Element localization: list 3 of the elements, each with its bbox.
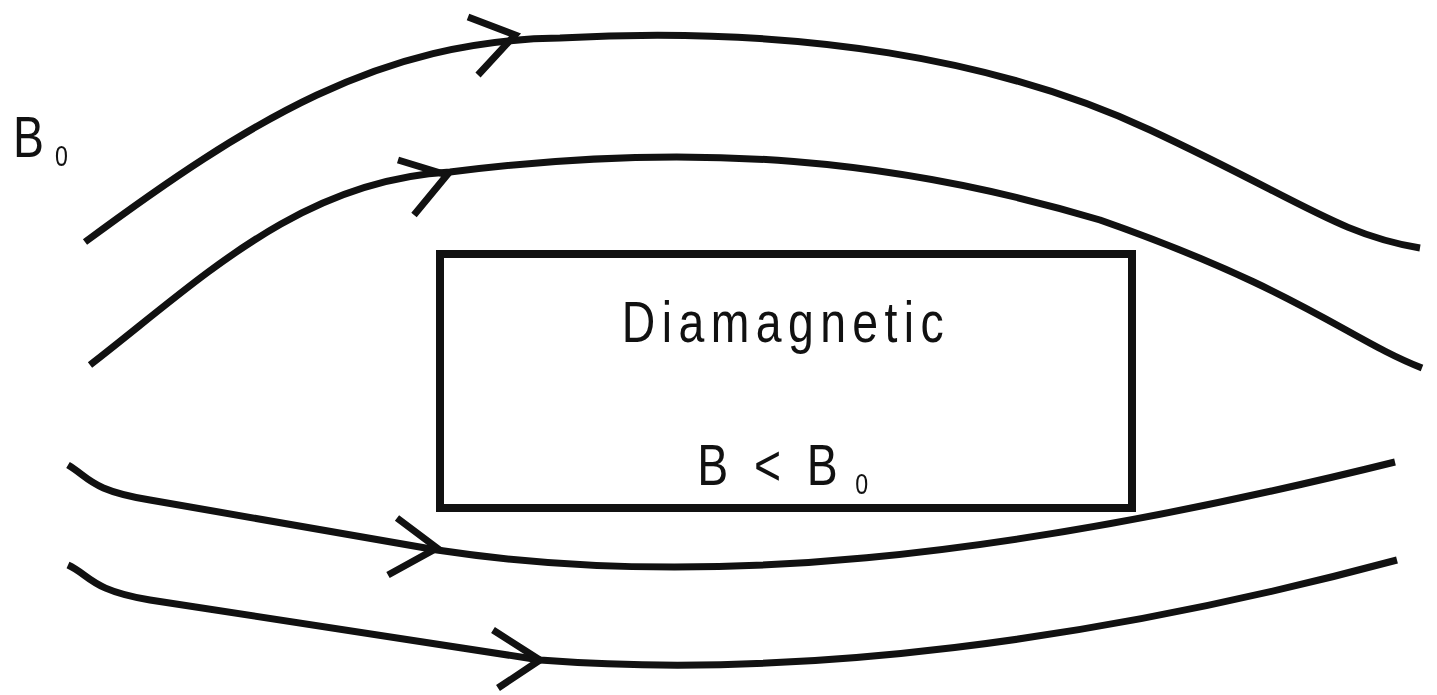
material-box	[436, 250, 1136, 512]
field-label: B$_{0}$	[12, 108, 68, 171]
field-relation: B < B$_{0}$	[696, 436, 876, 499]
